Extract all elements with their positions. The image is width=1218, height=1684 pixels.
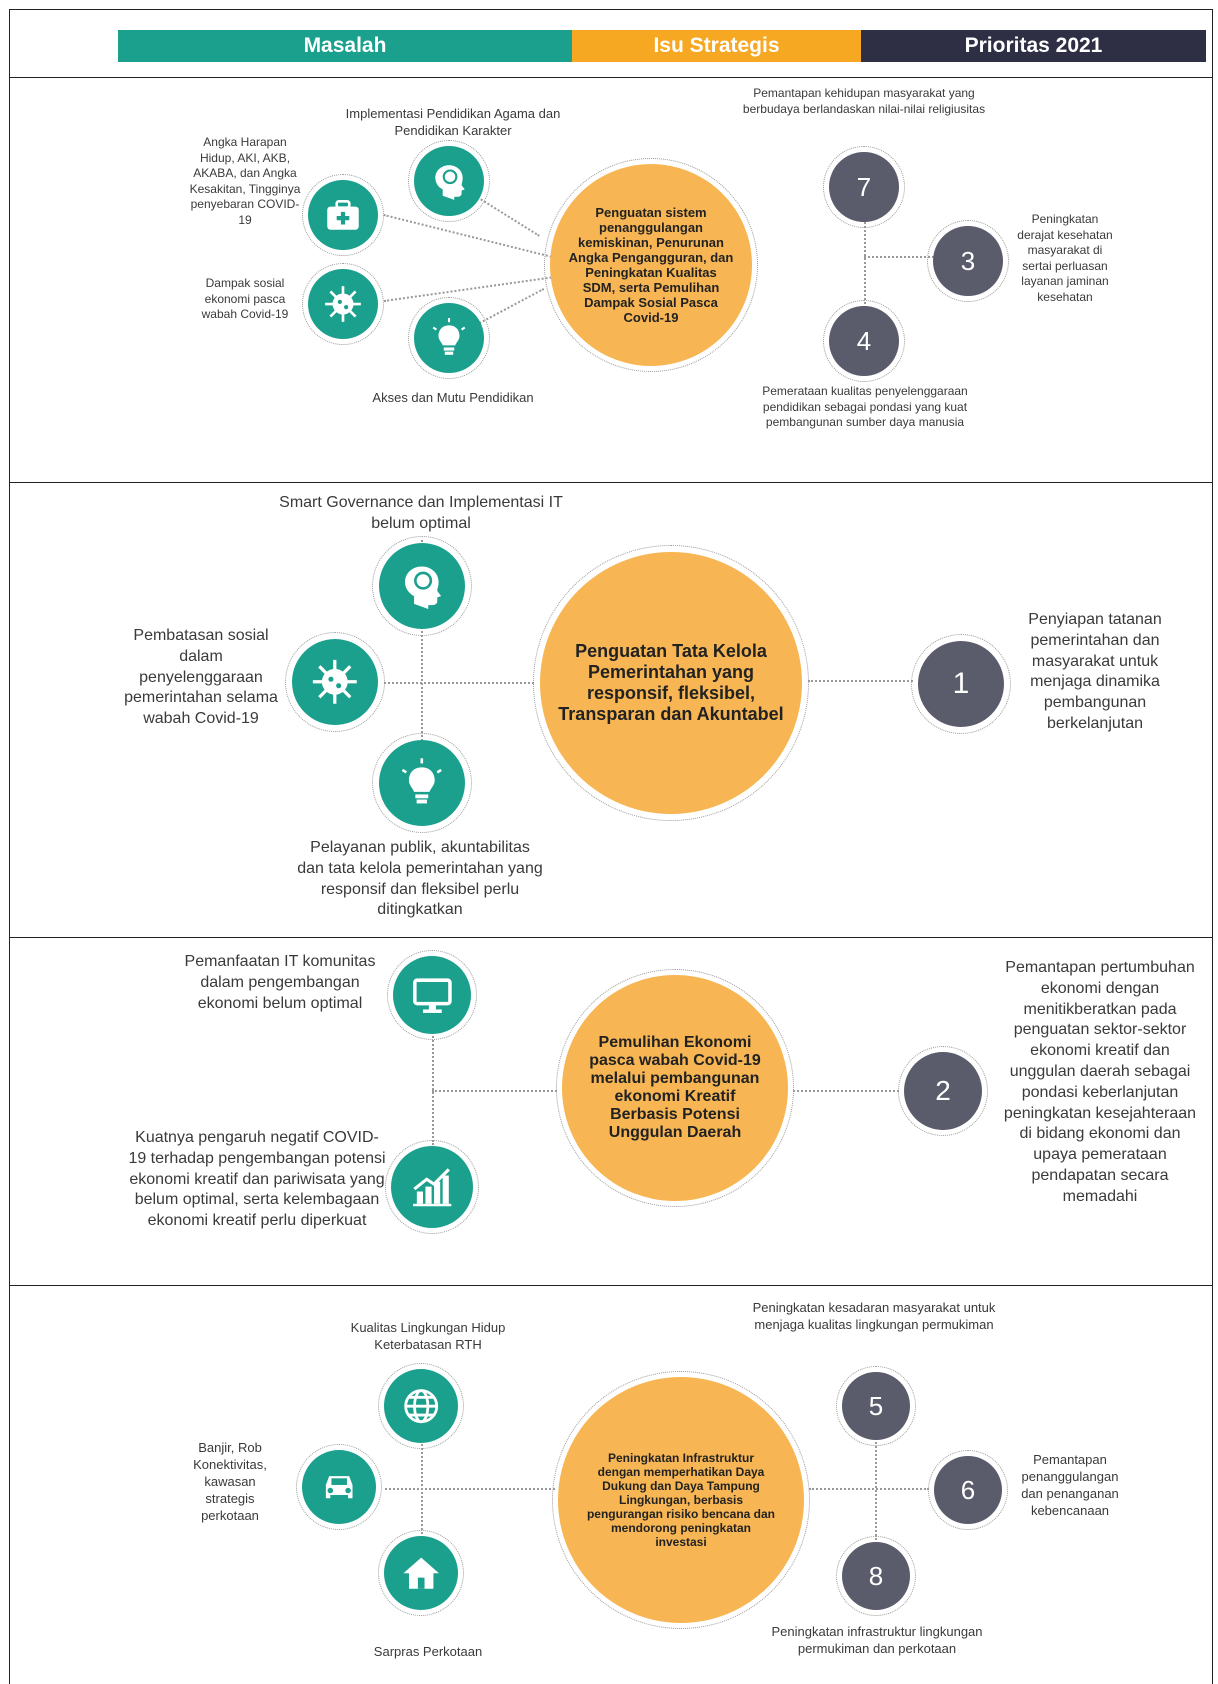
priority-number: 5 <box>842 1372 910 1440</box>
icon-ring <box>378 1363 464 1449</box>
connector <box>421 540 423 765</box>
globe-icon <box>384 1369 458 1443</box>
problem-label: Banjir, Rob Konektivitas, kawasan strate… <box>193 1440 267 1523</box>
priority-number: 6 <box>934 1456 1002 1524</box>
header-isu-strategis: Isu Strategis <box>572 30 861 62</box>
header-masalah: Masalah <box>118 30 572 62</box>
number-ring <box>823 146 905 228</box>
priority-number: 7 <box>829 152 899 222</box>
virus-icon <box>292 639 378 725</box>
icon-ring <box>387 950 477 1040</box>
problem-label: Dampak sosial ekonomi pasca wabah Covid-… <box>201 276 289 322</box>
car-icon <box>302 1450 376 1524</box>
number-ring <box>928 1450 1008 1530</box>
icon-ring <box>372 536 472 636</box>
house-icon <box>384 1536 458 1610</box>
problem-label: Smart Governance dan Implementasi IT bel… <box>279 494 563 532</box>
issue-ring <box>533 545 809 821</box>
icon-ring <box>296 1444 382 1530</box>
number-ring <box>911 634 1011 734</box>
priority-number: 2 <box>904 1052 982 1130</box>
medical-kit-icon <box>308 180 378 250</box>
strategic-issue: Penguatan Tata Kelola Pemerintahan yang … <box>540 552 802 814</box>
connector <box>793 1090 899 1092</box>
connector <box>384 682 534 684</box>
number-ring <box>823 300 905 382</box>
connector <box>808 680 913 682</box>
problem-label: Sarpras Perkotaan <box>373 1644 483 1659</box>
divider <box>9 77 1213 78</box>
lightbulb-icon <box>379 740 465 826</box>
brain-icon <box>414 146 484 216</box>
problem-label: Akses dan Mutu Pendidikan <box>372 390 534 405</box>
strategic-issue: Penguatan sistem penanggulangan kemiskin… <box>550 164 752 366</box>
problem-label: Pemanfaatan IT komunitas dalam pengemban… <box>184 953 376 1012</box>
priority-label: Pemantapan penanggulangan dan penanganan… <box>1021 1452 1119 1518</box>
lightbulb-icon <box>414 303 484 373</box>
connector <box>432 1090 557 1092</box>
problem-label: Kuatnya pengaruh negatif COVID-19 terhad… <box>128 1129 386 1230</box>
icon-ring <box>408 140 490 222</box>
issue-ring <box>552 1371 810 1629</box>
divider <box>9 482 1213 483</box>
icon-ring <box>302 263 384 345</box>
connector <box>864 210 866 340</box>
number-ring <box>836 1536 916 1616</box>
issue-ring <box>544 158 758 372</box>
number-ring <box>927 220 1009 302</box>
priority-label: Peningkatan infrastruktur lingkungan per… <box>771 1624 983 1656</box>
divider <box>9 1285 1213 1286</box>
brain-icon <box>379 543 465 629</box>
priority-label: Penyiapan tatanan pemerintahan dan masya… <box>1028 611 1162 732</box>
problem-label: Angka Harapan Hidup, AKI, AKB, AKABA, da… <box>189 135 301 227</box>
priority-number: 8 <box>842 1542 910 1610</box>
icon-ring <box>385 1140 479 1234</box>
connector <box>432 1025 434 1145</box>
connector <box>864 256 934 258</box>
problem-label: Pembatasan sosial dalam penyelenggaraan … <box>124 627 278 728</box>
priority-label: Pemantapan kehidupan masyarakat yang ber… <box>742 86 986 116</box>
connector <box>875 1438 877 1548</box>
icon-ring <box>378 1530 464 1616</box>
monitor-icon <box>393 956 471 1034</box>
priority-label: Peningkatan derajat kesehatan masyarakat… <box>1017 212 1113 304</box>
growth-chart-icon <box>391 1146 473 1228</box>
problem-label: Implementasi Pendidikan Agama dan Pendid… <box>345 106 561 138</box>
priority-number: 3 <box>933 226 1003 296</box>
icon-ring <box>285 632 385 732</box>
priority-label: Pemantapan pertumbuhan ekonomi dengan me… <box>1003 959 1197 1205</box>
number-ring <box>836 1366 916 1446</box>
icon-ring <box>408 297 490 379</box>
issue-ring <box>556 969 794 1207</box>
priority-number: 4 <box>829 306 899 376</box>
priority-number: 1 <box>918 641 1004 727</box>
virus-icon <box>308 269 378 339</box>
priority-label: Peningkatan kesadaran masyarakat untuk m… <box>752 1300 996 1332</box>
problem-label: Kualitas Lingkungan Hidup Keterbatasan R… <box>350 1320 506 1352</box>
icon-ring <box>372 733 472 833</box>
divider <box>9 937 1213 938</box>
connector <box>421 1420 423 1570</box>
priority-label: Pemerataan kualitas penyelenggaraan pend… <box>762 384 968 430</box>
connector <box>385 1488 555 1490</box>
strategic-issue: Peningkatan Infrastruktur dengan memperh… <box>558 1377 804 1623</box>
problem-label: Pelayanan publik, akuntabilitas dan tata… <box>297 839 543 919</box>
diagram-frame <box>9 9 1213 1684</box>
strategic-issue: Pemulihan Ekonomi pasca wabah Covid-19 m… <box>562 975 788 1201</box>
header-prioritas: Prioritas 2021 <box>861 30 1206 62</box>
number-ring <box>898 1046 988 1136</box>
connector <box>809 1488 929 1490</box>
icon-ring <box>302 174 384 256</box>
